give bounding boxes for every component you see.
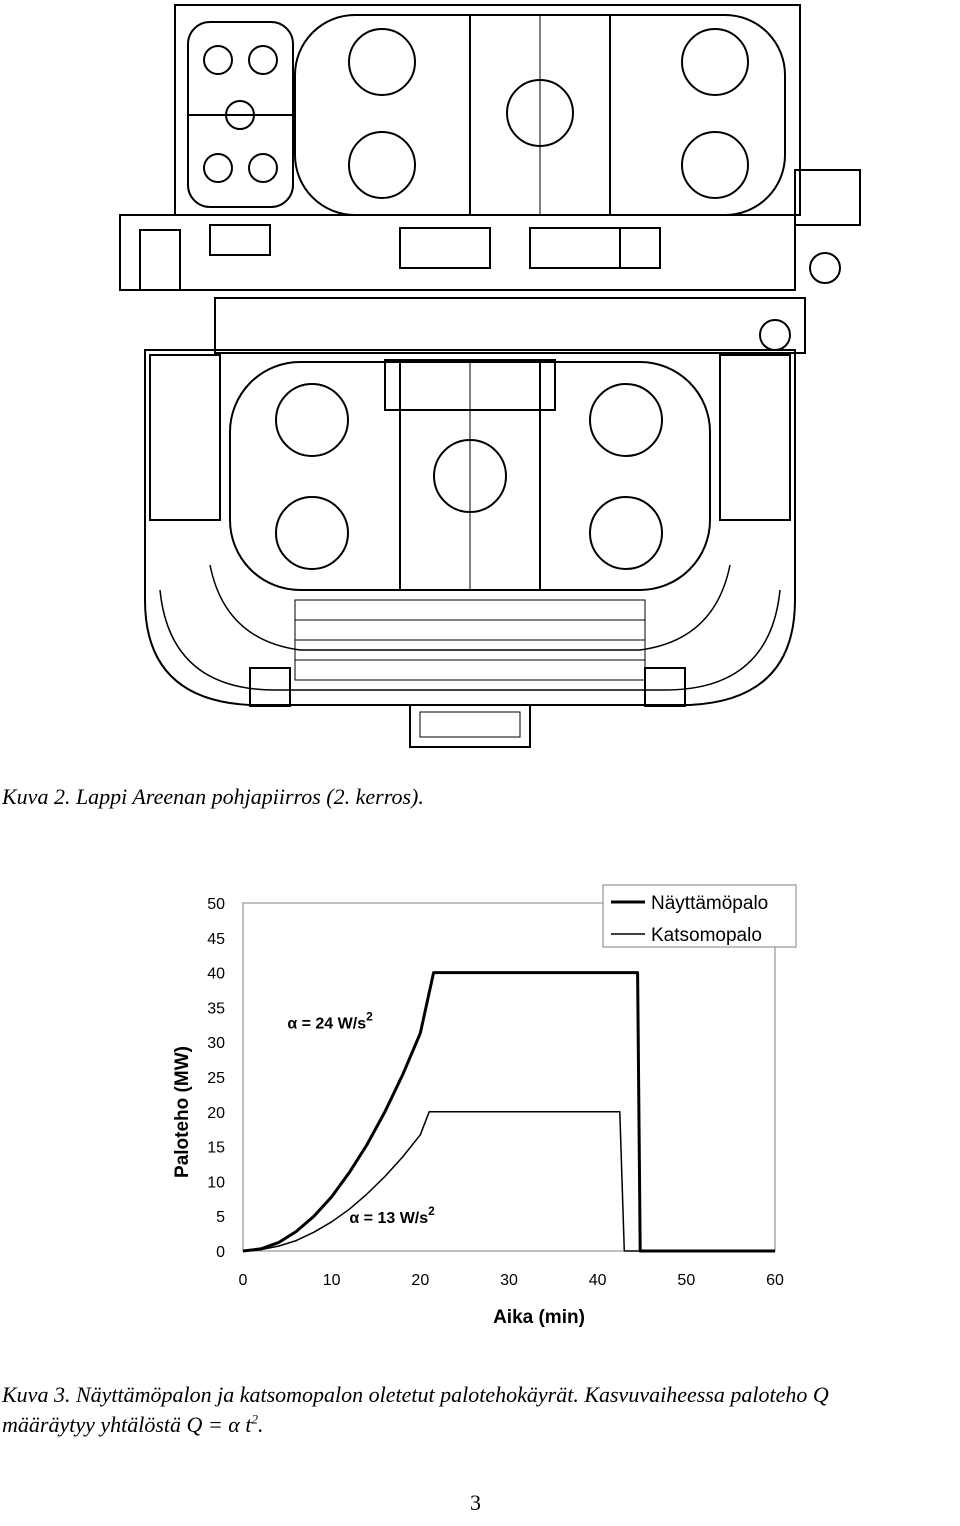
arena-floor-plan [119, 4, 861, 748]
legend-box [602, 884, 797, 948]
y-tick-label: 30 [207, 1035, 225, 1052]
y-tick-label: 10 [207, 1174, 225, 1191]
figure-2-caption: Kuva 2. Lappi Areenan pohjapiirros (2. k… [2, 784, 424, 809]
caption-equation-prefix: määräytyy yhtälöstä Q = [2, 1412, 229, 1437]
y-tick-label: 5 [216, 1209, 225, 1226]
y-tick-label: 40 [207, 966, 225, 983]
bottom-entrance [409, 704, 531, 748]
annotation-exponent: 2 [366, 1009, 373, 1023]
x-tick-label: 30 [500, 1272, 518, 1289]
x-tick-label: 40 [589, 1272, 607, 1289]
figure-3-caption-line-2: määräytyy yhtälöstä Q = α t2. [2, 1412, 263, 1438]
x-tick-label: 50 [677, 1272, 695, 1289]
upper-seating [214, 297, 806, 354]
y-tick-label: 45 [207, 931, 225, 948]
y-tick-label: 35 [207, 1000, 225, 1017]
caption-exponent: 2 [251, 1411, 258, 1427]
caption-t: t [239, 1412, 252, 1437]
legend-label-0: Näyttämöpalo [651, 893, 768, 914]
upper-building-outline [174, 4, 801, 216]
x-axis-label: Aika (min) [493, 1307, 585, 1328]
y-tick-label: 0 [216, 1244, 225, 1261]
series-line-0 [242, 971, 775, 1253]
y-tick-label: 20 [207, 1105, 225, 1122]
service-corridor [119, 214, 796, 291]
x-tick-label: 20 [411, 1272, 429, 1289]
x-tick-label: 0 [239, 1272, 248, 1289]
figure-3-caption-line-1: Kuva 3. Näyttämöpalon ja katsomopalon ol… [2, 1382, 829, 1407]
x-tick-label: 10 [323, 1272, 341, 1289]
y-axis-label: Paloteho (MW) [172, 1046, 193, 1178]
y-tick-label: 25 [207, 1070, 225, 1087]
y-tick-label: 50 [207, 896, 225, 913]
annotation-0: α = 24 W/s2 [287, 1009, 373, 1032]
main-arena-outline [144, 349, 796, 706]
page-number: 3 [470, 1490, 481, 1515]
legend-label-1: Katsomopalo [651, 925, 762, 946]
caption-suffix: . [257, 1412, 264, 1437]
plot-area-frame [242, 902, 776, 1252]
series-line-1 [242, 1111, 775, 1252]
annotation-1: α = 13 W/s2 [349, 1204, 435, 1227]
caption-alpha: α [228, 1412, 240, 1437]
annotation-exponent: 2 [428, 1204, 435, 1218]
y-tick-label: 15 [207, 1140, 225, 1157]
x-tick-label: 60 [766, 1272, 784, 1289]
